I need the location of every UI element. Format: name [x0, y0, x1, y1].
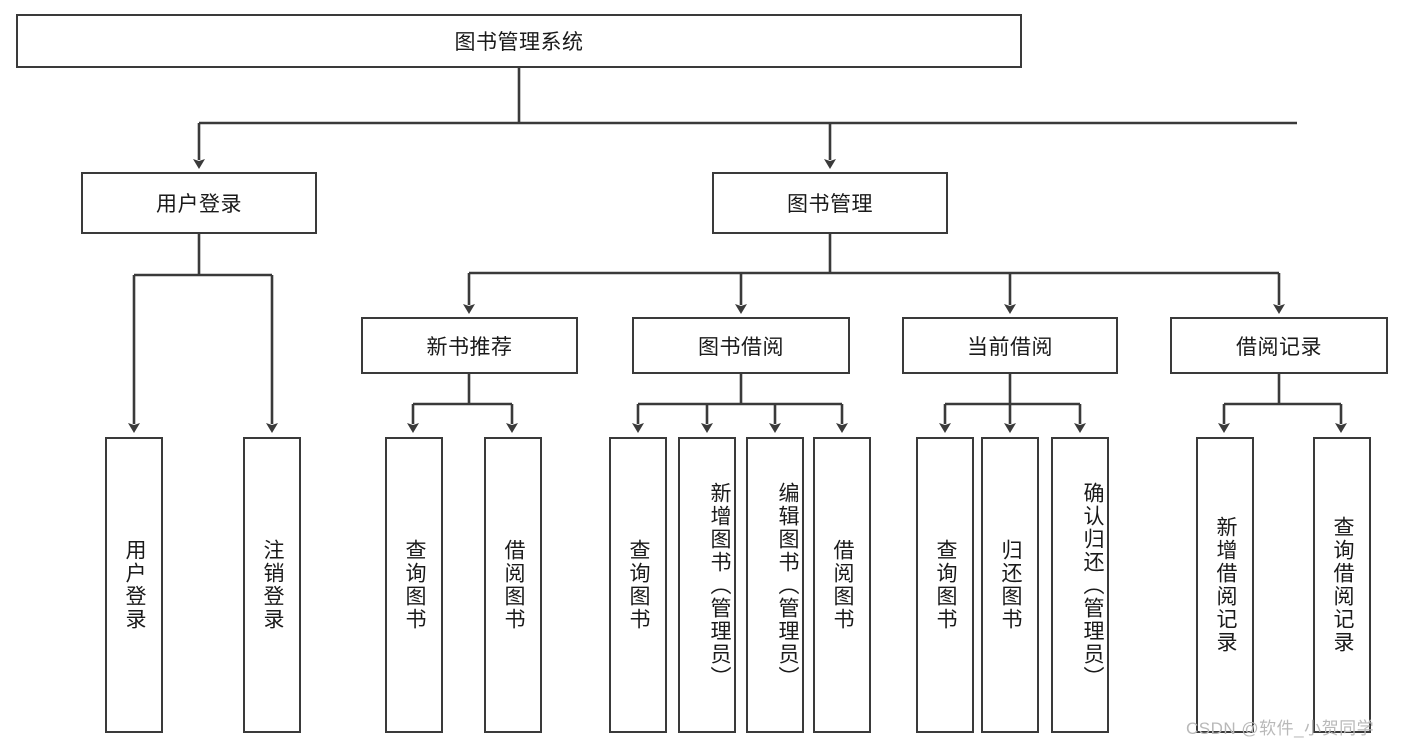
leaf-borrow-record-add-record[interactable]: 新增借阅记录 — [1196, 437, 1254, 733]
node-label: 借阅图书 — [831, 539, 854, 631]
leaf-current-borrow-confirm-return-admin[interactable]: 确认归还（管理员） — [1051, 437, 1109, 733]
node-label: 用户登录 — [156, 193, 242, 216]
node-label: 借阅记录 — [1236, 335, 1322, 359]
leaf-current-borrow-return-book[interactable]: 归还图书 — [981, 437, 1039, 733]
node-label: 借阅图书 — [502, 539, 525, 631]
node-book-management[interactable]: 图书管理 — [712, 172, 948, 234]
node-user-login[interactable]: 用户登录 — [81, 172, 317, 234]
node-label: 图书管理系统 — [454, 31, 584, 54]
leaf-user-login-signout[interactable]: 注销登录 — [243, 437, 301, 733]
node-root-book-management-system[interactable]: 图书管理系统 — [16, 14, 1022, 68]
node-borrow-record[interactable]: 借阅记录 — [1170, 317, 1388, 374]
leaf-new-book-borrow-book[interactable]: 借阅图书 — [484, 437, 542, 733]
node-label: 新增借阅记录 — [1214, 516, 1237, 654]
node-label: 用户登录 — [123, 539, 146, 631]
node-label: 注销登录 — [261, 539, 284, 631]
node-new-book-recommend[interactable]: 新书推荐 — [361, 317, 578, 374]
node-label: 查询图书 — [627, 539, 650, 631]
leaf-current-borrow-query-book[interactable]: 查询图书 — [916, 437, 974, 733]
leaf-new-book-query-book[interactable]: 查询图书 — [385, 437, 443, 733]
leaf-book-borrow-query-book[interactable]: 查询图书 — [609, 437, 667, 733]
node-label: 查询图书 — [934, 539, 957, 631]
node-label: 图书管理 — [787, 193, 873, 216]
node-label: 查询图书 — [403, 539, 426, 631]
leaf-borrow-record-query-record[interactable]: 查询借阅记录 — [1313, 437, 1371, 733]
watermark: CSDN @软件_小贺同学 — [1186, 719, 1375, 738]
node-label: 当前借阅 — [967, 335, 1053, 359]
node-label: 确认归还（管理员） — [1081, 481, 1104, 689]
leaf-book-borrow-add-book-admin[interactable]: 新增图书（管理员） — [678, 437, 736, 733]
node-label: 编辑图书（管理员） — [776, 481, 799, 689]
leaf-user-login-signin[interactable]: 用户登录 — [105, 437, 163, 733]
node-label: 查询借阅记录 — [1331, 516, 1354, 654]
leaf-book-borrow-borrow-book[interactable]: 借阅图书 — [813, 437, 871, 733]
node-current-borrow[interactable]: 当前借阅 — [902, 317, 1118, 374]
node-label: 新书推荐 — [426, 335, 513, 359]
node-label: 归还图书 — [999, 539, 1022, 631]
node-label: 新增图书（管理员） — [708, 481, 731, 689]
node-book-borrow[interactable]: 图书借阅 — [632, 317, 850, 374]
leaf-book-borrow-edit-book-admin[interactable]: 编辑图书（管理员） — [746, 437, 804, 733]
node-label: 图书借阅 — [698, 335, 784, 359]
